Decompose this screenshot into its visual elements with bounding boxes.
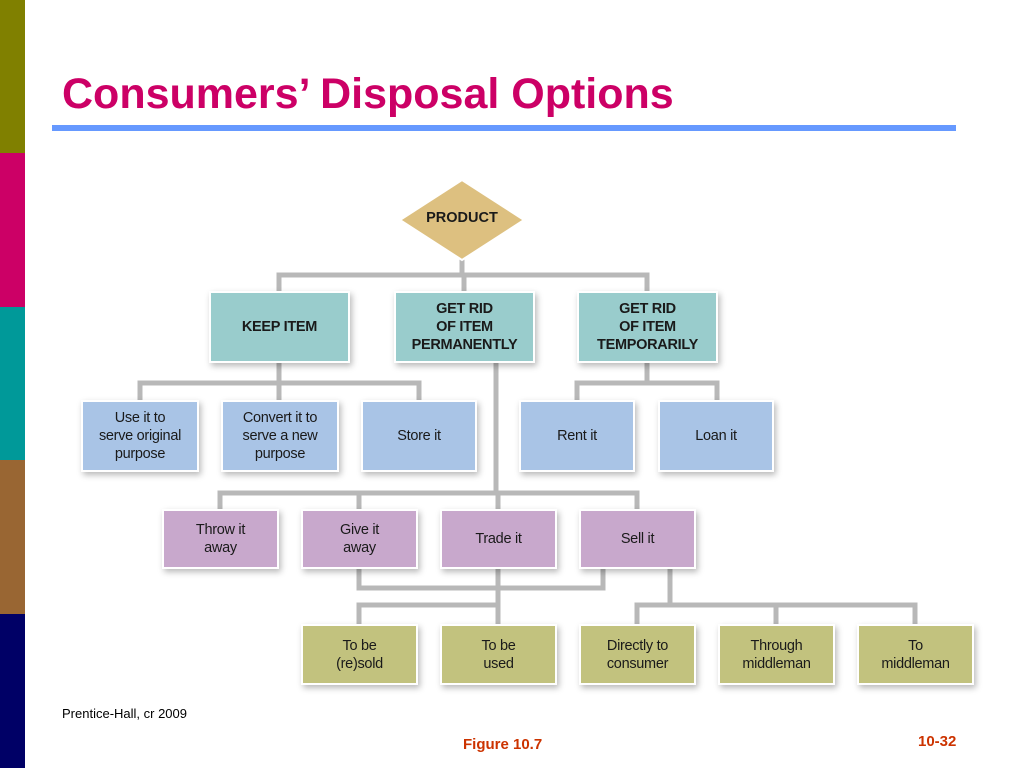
node-sell: Sell it xyxy=(579,509,696,569)
node-trade: Trade it xyxy=(440,509,557,569)
node-convert: Convert it to serve a new purpose xyxy=(221,400,339,472)
node-through-middleman: Through middleman xyxy=(718,624,835,685)
connector-permanent xyxy=(217,360,640,512)
title-underline xyxy=(52,125,956,131)
node-keep-item: KEEP ITEM xyxy=(209,291,350,363)
product-node: PRODUCT xyxy=(426,210,498,226)
product-diamond xyxy=(398,178,526,262)
node-rent: Rent it xyxy=(519,400,635,472)
connector-sell xyxy=(634,566,918,627)
figure-label: Figure 10.7 xyxy=(463,736,543,753)
side-bar-teal xyxy=(0,307,25,460)
node-to-middleman: To middleman xyxy=(857,624,974,685)
page-title: Consumers’ Disposal Options xyxy=(62,70,674,118)
node-to-be-resold: To be (re)sold xyxy=(301,624,418,685)
node-directly-to-consumer: Directly to consumer xyxy=(579,624,696,685)
node-store: Store it xyxy=(361,400,477,472)
side-bar-brown xyxy=(0,460,25,614)
connector-keep xyxy=(137,360,422,403)
node-throw-away: Throw it away xyxy=(162,509,279,569)
node-use-original: Use it to serve original purpose xyxy=(81,400,199,472)
node-give-away: Give it away xyxy=(301,509,418,569)
side-bar-magenta xyxy=(0,153,25,307)
connector-give-sell xyxy=(356,566,606,627)
node-to-be-used: To be used xyxy=(440,624,557,685)
side-bar-olive xyxy=(0,0,25,153)
connector-temporary xyxy=(574,360,720,403)
side-bar-navy xyxy=(0,614,25,768)
connector-root xyxy=(276,255,650,294)
node-get-rid-temporarily: GET RID OF ITEM TEMPORARILY xyxy=(577,291,718,363)
node-get-rid-permanently: GET RID OF ITEM PERMANENTLY xyxy=(394,291,535,363)
node-loan: Loan it xyxy=(658,400,774,472)
credit-text: Prentice-Hall, cr 2009 xyxy=(62,706,187,721)
slide-number: 10-32 xyxy=(918,733,957,750)
